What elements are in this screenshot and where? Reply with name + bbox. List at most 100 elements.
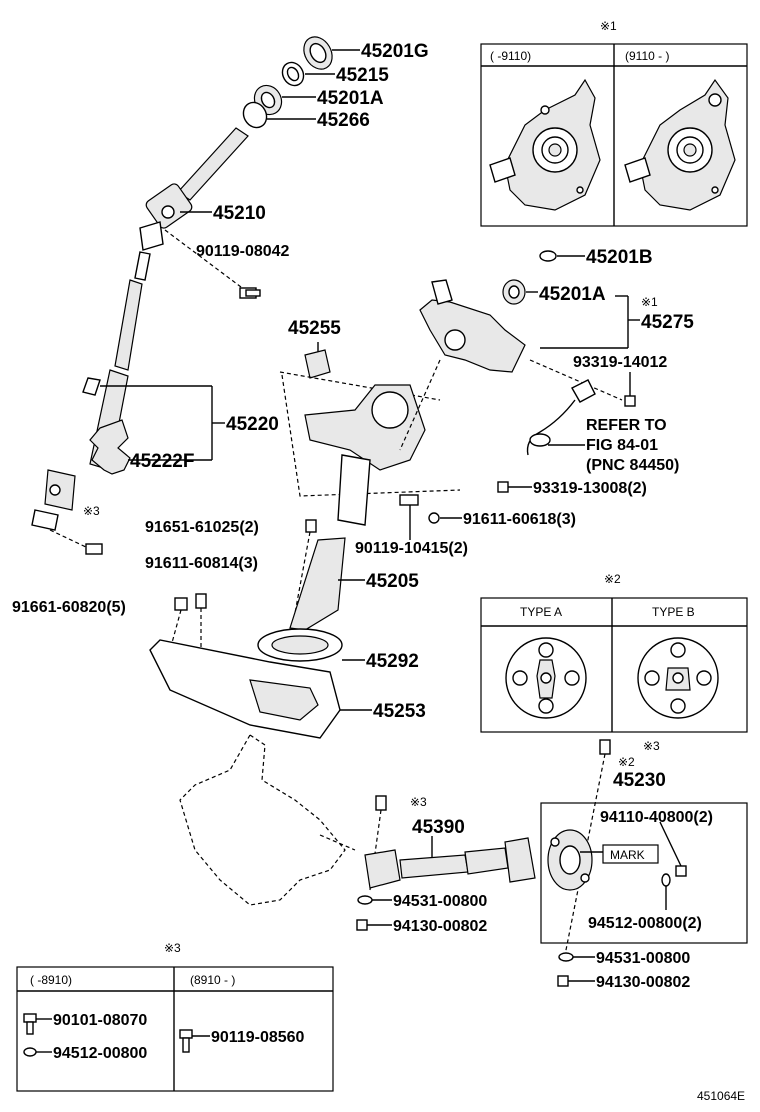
part-91661-60820[interactable]: 91661-60820(5) xyxy=(12,597,188,651)
note-3-inset-label: ※3 xyxy=(164,941,181,955)
label-90101-08070: 90101-08070 xyxy=(53,1012,147,1029)
label-45205: 45205 xyxy=(366,571,419,592)
note-2-on-45230: ※2 xyxy=(618,755,635,769)
mark-callout: MARK xyxy=(580,844,659,864)
part-45255[interactable]: 45255 xyxy=(288,318,341,379)
part-94531-00800-right[interactable]: 94531-00800 xyxy=(558,950,690,967)
part-94130-00802-right[interactable]: 94130-00802 xyxy=(557,974,690,991)
mark-label: MARK xyxy=(610,848,645,862)
part-94531-00800-left[interactable]: 94531-00800 xyxy=(357,893,487,910)
label-45220: 45220 xyxy=(226,414,279,435)
label-94512-00800: 94512-00800 xyxy=(53,1045,147,1062)
label-91651-61025: 91651-61025(2) xyxy=(145,519,259,536)
column-housing-late-drawing xyxy=(624,78,736,211)
coupling-type-b-drawing xyxy=(637,637,719,719)
part-45390[interactable]: 45390 xyxy=(364,817,536,889)
label-91611-60814: 91611-60814(3) xyxy=(145,555,258,572)
inset-3-col-2-header: (8910 - ) xyxy=(190,973,235,987)
label-94110-40800: 94110-40800(2) xyxy=(600,809,713,826)
part-93319-14012[interactable]: 93319-14012 xyxy=(529,354,667,407)
bolt-note-3-left[interactable]: ※3 xyxy=(49,504,103,555)
label-90119-08560: 90119-08560 xyxy=(211,1029,305,1046)
inset-1-col-2-header: (9110 - ) xyxy=(625,49,669,63)
note-3-left: ※3 xyxy=(83,504,100,518)
label-90119-08042: 90119-08042 xyxy=(196,243,290,260)
label-45210: 45210 xyxy=(213,203,266,224)
inset-2-col-1-header: TYPE A xyxy=(520,605,562,619)
label-45215: 45215 xyxy=(336,65,389,86)
label-45275: 45275 xyxy=(641,312,694,333)
label-45201B: 45201B xyxy=(586,247,653,268)
label-45253: 45253 xyxy=(373,701,426,722)
inset-1-box: ※1 ( -9110) (9110 - ) xyxy=(480,19,748,227)
refer-to-line-2: FIG 84-01 xyxy=(586,437,658,454)
part-91651-61025[interactable]: 91651-61025(2) xyxy=(145,519,317,641)
part-90119-10415[interactable]: 90119-10415(2) xyxy=(355,494,468,557)
label-94130-00802-right: 94130-00802 xyxy=(596,974,690,991)
label-90119-10415: 90119-10415(2) xyxy=(355,540,468,557)
label-94512-00800-2: 94512-00800(2) xyxy=(588,915,702,932)
label-94130-00802-left: 94130-00802 xyxy=(393,918,487,935)
label-93319-13008: 93319-13008(2) xyxy=(533,480,647,497)
part-45201A-upper[interactable]: 45201A xyxy=(249,81,384,120)
part-94512-00800[interactable]: 94512-00800 xyxy=(23,1045,147,1062)
column-assembly: 45255 90119-10415(2) 91611-60618(3) 9 xyxy=(12,318,576,739)
figure-id: 451064E xyxy=(697,1089,745,1103)
part-45215[interactable]: 45215 xyxy=(278,59,389,90)
steering-gear-outline xyxy=(179,734,356,906)
part-94512-00800-2[interactable]: 94512-00800(2) xyxy=(588,873,702,932)
label-91611-60618: 91611-60618(3) xyxy=(463,511,576,528)
refer-to-wire-harness: REFER TO FIG 84-01 (PNC 84450) xyxy=(526,379,679,474)
coupling-detail-box xyxy=(540,802,748,944)
inset-1-col-1-header: ( -9110) xyxy=(490,49,531,63)
coupling-type-a-drawing xyxy=(505,637,587,719)
label-45222F: 45222F xyxy=(130,451,194,472)
part-45292[interactable]: 45292 xyxy=(257,628,419,672)
part-94110-40800[interactable]: 94110-40800(2) xyxy=(600,809,713,877)
part-93319-13008[interactable]: 93319-13008(2) xyxy=(497,480,647,497)
note-3-right: ※3 xyxy=(643,739,660,753)
bolt-note-3-right[interactable]: ※3 xyxy=(564,739,660,956)
label-45390: 45390 xyxy=(412,817,465,838)
label-94531-00800-right: 94531-00800 xyxy=(596,950,690,967)
label-45201A-upper: 45201A xyxy=(317,88,384,109)
part-94130-00802-left[interactable]: 94130-00802 xyxy=(356,918,487,935)
label-45201G: 45201G xyxy=(361,41,429,62)
inset-3-box: ※3 ( -8910) (8910 - ) 90101-08070 94512-… xyxy=(16,941,334,1092)
note-1-label: ※1 xyxy=(600,19,617,33)
refer-to-line-3: (PNC 84450) xyxy=(586,457,679,474)
upper-bracket-assembly: 45201B 45201A 45275 ※1 93319-14012 xyxy=(399,247,694,497)
label-45230: 45230 xyxy=(613,770,666,791)
part-45201A-middle[interactable]: 45201A xyxy=(502,279,606,305)
inset-2-col-2-header: TYPE B xyxy=(652,605,695,619)
part-90119-08042[interactable]: 90119-08042 xyxy=(164,229,290,299)
part-45222F[interactable]: 45222F xyxy=(89,419,212,475)
label-45266: 45266 xyxy=(317,110,370,131)
part-45275[interactable]: 45275 ※1 xyxy=(419,279,694,373)
label-45292: 45292 xyxy=(366,651,419,672)
label-45201A-middle: 45201A xyxy=(539,284,606,305)
part-45230[interactable] xyxy=(547,829,593,891)
inset-2-box: ※2 TYPE A TYPE B xyxy=(480,572,748,733)
refer-to-line-1: REFER TO xyxy=(586,417,667,434)
part-45253[interactable]: 45253 xyxy=(149,639,426,739)
part-90119-08560[interactable]: 90119-08560 xyxy=(179,1029,305,1053)
label-93319-14012: 93319-14012 xyxy=(573,354,667,371)
lower-shaft-assembly: ※3 45390 94531-00800 94130-00802 xyxy=(356,795,536,935)
label-91661-60820: 91661-60820(5) xyxy=(12,599,126,616)
column-housing-early-drawing xyxy=(489,78,601,211)
column-bracket xyxy=(304,384,426,526)
inset-3-col-1-header: ( -8910) xyxy=(30,973,72,987)
part-45210[interactable]: 45210 xyxy=(139,182,266,251)
part-45266[interactable]: 45266 xyxy=(239,98,370,132)
part-91611-60618[interactable]: 91611-60618(3) xyxy=(428,511,576,528)
part-45201G[interactable]: 45201G xyxy=(298,32,429,74)
note-2-label: ※2 xyxy=(604,572,621,586)
note-1-on-45275: ※1 xyxy=(641,295,658,309)
coupling-assembly: ※3 ※2 45230 94110-40800(2) MARK 94512-00… xyxy=(540,739,748,991)
part-45201B[interactable]: 45201B xyxy=(539,247,653,268)
bolt-note-3-center[interactable]: ※3 xyxy=(369,795,427,891)
part-45205[interactable]: 45205 xyxy=(289,537,419,631)
part-90101-08070[interactable]: 90101-08070 xyxy=(23,1012,147,1035)
